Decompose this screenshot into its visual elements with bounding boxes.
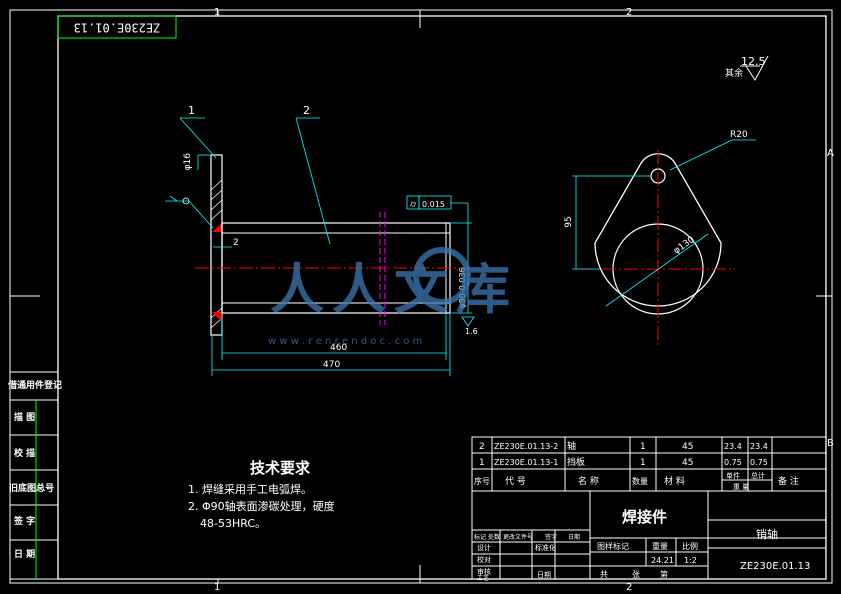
roughness-note: 其余 12.5: [725, 55, 769, 81]
rev-h-5: 日期: [568, 533, 580, 541]
dim-gap-2: 2: [233, 238, 239, 248]
tolerance-symbol: ⌭: [410, 200, 417, 210]
bom-h-no: 序号: [474, 476, 490, 486]
bom-r1-code: ZE230E.01.13-2: [494, 442, 558, 451]
bom-r2-no: 1: [479, 458, 485, 468]
role-design: 设计: [477, 543, 491, 552]
tech-title: 技术要求: [250, 459, 311, 477]
dim-460: 460: [330, 343, 347, 353]
zone-top-1: 1: [214, 7, 220, 18]
title-block: 焊接件 销轴 ZE230E.01.13 图样标记 重量 比例 24.21 1:2…: [471, 490, 827, 582]
stamp-label-3: 校 描: [14, 447, 35, 459]
bom-h-material: 材 料: [664, 475, 685, 487]
bom-r2-qty: 1: [640, 458, 646, 468]
part-name: 销轴: [756, 527, 778, 541]
front-dimensions: [165, 117, 475, 376]
dim-r20: R20: [730, 130, 748, 140]
tolerance-value: 0.015: [422, 200, 445, 209]
callout-1: 1: [188, 104, 195, 117]
bom-r2-code: ZE230E.01.13-1: [494, 458, 558, 467]
bom-r1-name: 轴: [567, 440, 576, 452]
watermark-url: w w w . r e n r e n d o c . c o m: [268, 336, 422, 347]
drawing-frame: [9, 9, 833, 584]
zone-right-b: B: [827, 438, 834, 449]
bom-r1-material: 45: [682, 442, 693, 452]
stamp-label-6: 日 期: [14, 548, 35, 560]
stamp-label-2: 描 图: [14, 411, 35, 423]
zone-bottom-2: 2: [626, 582, 632, 593]
assembly-name: 焊接件: [622, 508, 667, 526]
sheet-total: 共: [600, 570, 608, 579]
roughness-value: 12.5: [741, 55, 766, 68]
plate-outline: [594, 153, 722, 307]
tech-item-2: 2. Φ90轴表面渗碳处理，硬度: [188, 499, 335, 513]
stage-label: 图样标记: [597, 541, 629, 551]
bom-r1-total: 23.4: [750, 442, 768, 451]
bom-r2-name: 挡板: [567, 456, 585, 468]
role-review: 审核: [477, 567, 491, 576]
scale-value: 1:2: [684, 556, 697, 565]
bom-r2-material: 45: [682, 458, 693, 468]
side-dimensions: [572, 139, 756, 307]
weight-label: 重量: [652, 541, 668, 551]
rev-h-2: 处数: [488, 533, 500, 541]
bom-h-weight: 重 量: [733, 483, 749, 491]
rev-h-1: 标记: [474, 533, 486, 541]
left-stamp-column: 借通用件登记 描 图 校 描 旧底图总号 签 字 日 期: [7, 371, 62, 580]
rev-h-4: 签字: [545, 533, 557, 541]
stamp-label-4: 旧底图总号: [9, 482, 54, 494]
side-view: [580, 150, 735, 345]
bom-h-name: 名 称: [578, 475, 599, 487]
dim-phi16: φ16: [183, 153, 193, 171]
watermark: 人人文库 w w w . r e n r e n d o c . c o m: [268, 247, 518, 347]
bom-h-qty: 数量: [632, 476, 648, 486]
bom-h-code: 代 号: [505, 476, 526, 487]
drawing-number-box: ZE230E.01.13: [57, 15, 177, 39]
bom-h-remark: 备 注: [778, 475, 799, 487]
weight-value: 24.21: [651, 556, 674, 565]
dim-95: 95: [564, 216, 574, 227]
bom-h-total: 总计: [751, 471, 765, 480]
bom-r2-unit: 0.75: [724, 458, 742, 467]
drawing-number-inverted: ZE230E.01.13: [74, 21, 161, 35]
front-view: [195, 154, 470, 336]
bom-r2-total: 0.75: [750, 458, 768, 467]
role-check: 校对: [477, 555, 491, 564]
rev-h-3: 更改文件号: [503, 533, 533, 541]
watermark-text: 人人文库: [270, 258, 518, 321]
bom-r1-unit: 23.4: [724, 442, 742, 451]
bom-table: 2 ZE230E.01.13-2 轴 1 45 23.4 23.4 1 ZE23…: [471, 436, 827, 492]
tech-item-3: 48-53HRC。: [200, 517, 266, 530]
technical-requirements: 技术要求 1. 焊缝采用手工电弧焊。 2. Φ90轴表面渗碳处理，硬度 48-5…: [188, 459, 335, 530]
bom-r1-qty: 1: [640, 442, 646, 452]
roughness-label: 其余: [725, 67, 743, 79]
stamp-label-1: 借通用件登记: [7, 379, 62, 391]
zone-top-2: 2: [626, 7, 632, 18]
sheet-no: 第: [660, 569, 668, 579]
bom-r1-no: 2: [479, 442, 485, 452]
scale-label: 比例: [682, 541, 698, 551]
zone-right-a: A: [827, 148, 834, 159]
zone-bottom-1: 1: [214, 582, 220, 593]
sheet-label: 张: [632, 570, 640, 579]
dim-470: 470: [323, 360, 340, 370]
title-drawing-number: ZE230E.01.13: [740, 561, 810, 572]
callout-2: 2: [303, 104, 310, 117]
bom-h-unit: 单件: [726, 471, 740, 480]
dim-roughness-1-6: 1.6: [465, 327, 478, 336]
extra-date: 日期: [537, 571, 551, 579]
tech-item-1: 1. 焊缝采用手工电弧焊。: [188, 482, 312, 496]
extra-standard: 标准化: [535, 543, 556, 552]
role-process: 工艺: [477, 574, 489, 582]
zone-markers: 1 2 1 2 A B: [214, 7, 834, 593]
stamp-label-5: 签 字: [13, 515, 35, 527]
